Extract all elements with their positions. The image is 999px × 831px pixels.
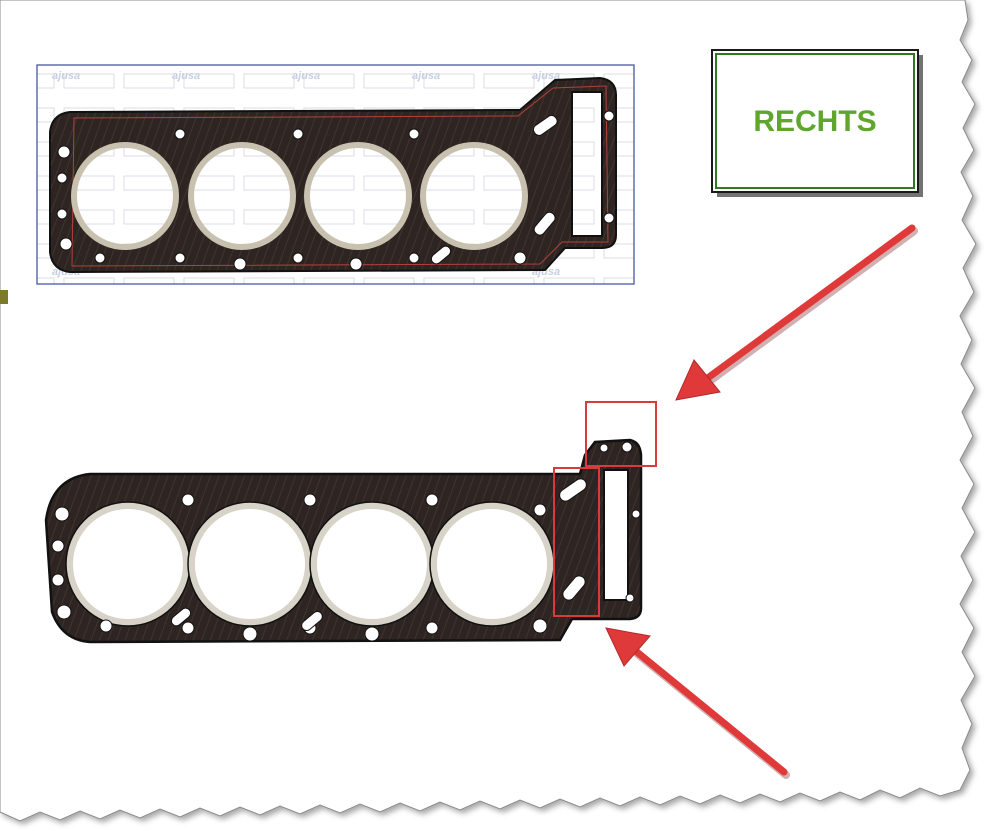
arrow-down-left-icon	[675, 224, 918, 401]
svg-text:ajusa: ajusa	[52, 70, 80, 82]
top-gasket-image: ajusa ajusa ajusa ajusa ajusa ajusa ajus…	[36, 64, 635, 285]
arrow-up-left-icon	[605, 627, 790, 779]
edge-marker	[0, 290, 8, 304]
highlight-box-side	[553, 467, 600, 617]
svg-text:ajusa: ajusa	[532, 70, 560, 82]
bottom-bores	[65, 501, 555, 627]
svg-text:ajusa: ajusa	[412, 70, 440, 82]
highlight-box-top	[585, 401, 657, 467]
rechts-label: RECHTS	[711, 49, 923, 197]
top-bores	[71, 142, 528, 250]
svg-text:ajusa: ajusa	[172, 70, 200, 82]
svg-text:ajusa: ajusa	[292, 70, 320, 82]
rechts-label-text: RECHTS	[753, 105, 876, 138]
bottom-gasket-image	[44, 401, 657, 644]
